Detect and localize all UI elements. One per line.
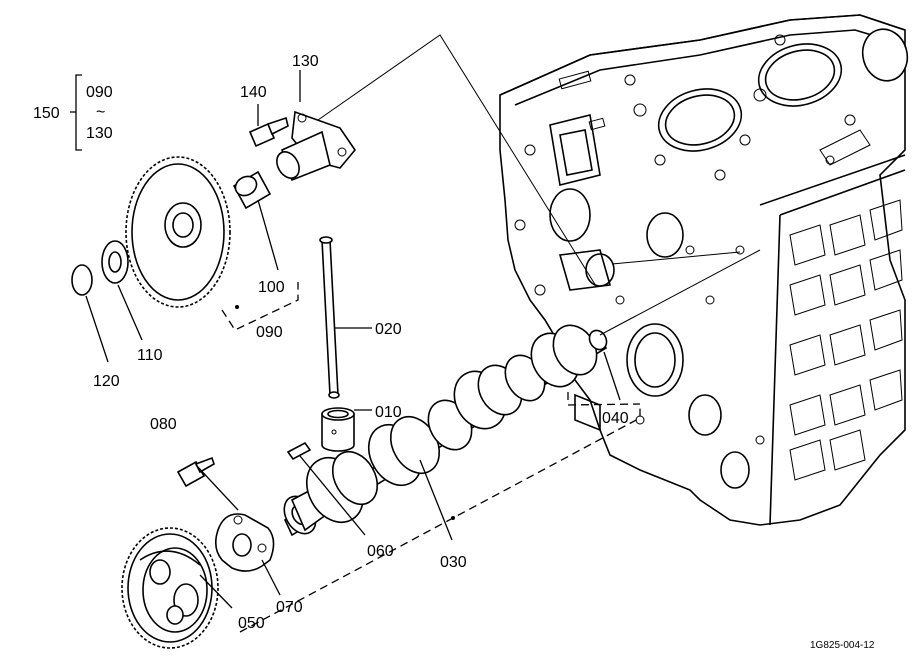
camshaft — [283, 324, 608, 537]
idle-gear-shaft — [276, 110, 357, 182]
idle-gear-collar — [101, 240, 129, 284]
idle-gear — [125, 156, 239, 309]
feather-key — [286, 441, 312, 461]
callout-060: 060 — [367, 543, 394, 560]
camshaft-stopper — [214, 513, 275, 572]
callout-050: 050 — [238, 615, 265, 632]
callout-labels: 150 090 ~ 130 140 130 100 090 020 010 04… — [33, 53, 875, 651]
idle-gear-ref-dot — [235, 305, 239, 309]
callout-040: 040 — [602, 410, 629, 427]
engine-block — [499, 14, 909, 526]
callout-010: 010 — [375, 404, 402, 421]
callout-130: 130 — [292, 53, 319, 70]
callout-110: 110 — [137, 347, 163, 364]
callout-range-to: 130 — [86, 125, 113, 142]
callout-120: 120 — [93, 373, 120, 390]
callout-150: 150 — [33, 105, 60, 122]
callout-140: 140 — [240, 84, 267, 101]
drawing-code: 1G825-004-12 — [810, 640, 875, 651]
callout-090: 090 — [256, 324, 283, 341]
callout-030: 030 — [440, 554, 467, 571]
callout-080: 080 — [150, 416, 177, 433]
callout-020: 020 — [375, 321, 402, 338]
push-rod — [319, 236, 340, 399]
bushing — [232, 170, 272, 210]
tappet — [321, 407, 355, 452]
bolt-140 — [248, 116, 289, 148]
bolt-080 — [176, 456, 215, 488]
cam-gear — [121, 527, 219, 649]
callout-100: 100 — [258, 279, 285, 296]
callout-070: 070 — [276, 599, 303, 616]
circlip — [71, 264, 93, 296]
leader-lines — [70, 34, 761, 633]
callout-range-from: 090 — [86, 84, 113, 101]
callout-range-sep: ~ — [96, 104, 105, 121]
